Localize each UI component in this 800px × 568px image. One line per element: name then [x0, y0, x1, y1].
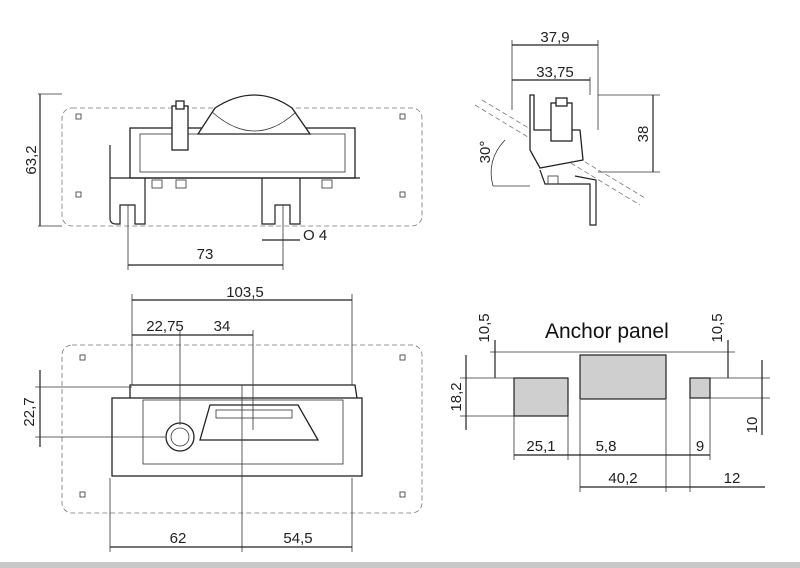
dim-top-left-half: 62 [170, 530, 187, 547]
front-bracket-left [109, 145, 146, 225]
top-handle [199, 404, 320, 441]
dim-side-total-depth: 37,9 [540, 29, 569, 46]
dim-side-angle: 30° [477, 141, 494, 164]
dim-panel-gap: 5,8 [596, 438, 617, 455]
dim-top-height: 22,7 [21, 397, 38, 426]
dim-panel-w3: 9 [696, 438, 704, 455]
dim-panel-left-margin: 10,5 [476, 313, 493, 342]
dim-hole-diameter: O 4 [303, 227, 327, 244]
top-view: 103,5 22,75 34 22,7 62 54,5 [21, 284, 423, 552]
side-view: 37,9 33,75 38 30° [474, 29, 660, 226]
dim-side-inner-depth: 33,75 [536, 64, 574, 81]
anchor-panel-view: Anchor panel 10,5 10,5 18,2 10 25,1 5,8 … [448, 313, 770, 492]
panel-cutout-right [689, 377, 711, 399]
dim-top-width: 103,5 [226, 284, 264, 301]
dim-panel-w2: 40,2 [608, 470, 637, 487]
dim-panel-w4: 12 [724, 470, 741, 487]
dim-panel-height: 18,2 [448, 382, 465, 411]
dim-top-right-half: 54,5 [283, 530, 312, 547]
bottom-scrollbar-strip [0, 562, 800, 568]
front-dome [196, 94, 312, 135]
front-view: 63,2 73 O 4 [23, 93, 423, 270]
dim-panel-w1: 25,1 [526, 438, 555, 455]
dim-side-height: 38 [635, 126, 652, 143]
dim-panel-right-margin: 10,5 [709, 313, 726, 342]
top-key-cylinder [165, 422, 195, 452]
dim-panel-small-height: 10 [744, 417, 761, 434]
panel-cutout-center [579, 354, 667, 400]
front-body [129, 127, 356, 179]
panel-cutout-left [513, 377, 569, 417]
dim-front-height: 63,2 [23, 145, 40, 174]
dim-front-pitch: 73 [197, 246, 214, 263]
front-pin [171, 105, 189, 151]
anchor-panel-title: Anchor panel [545, 320, 669, 343]
dim-top-offset-a: 22,75 [146, 318, 184, 335]
dim-top-offset-b: 34 [214, 318, 231, 335]
